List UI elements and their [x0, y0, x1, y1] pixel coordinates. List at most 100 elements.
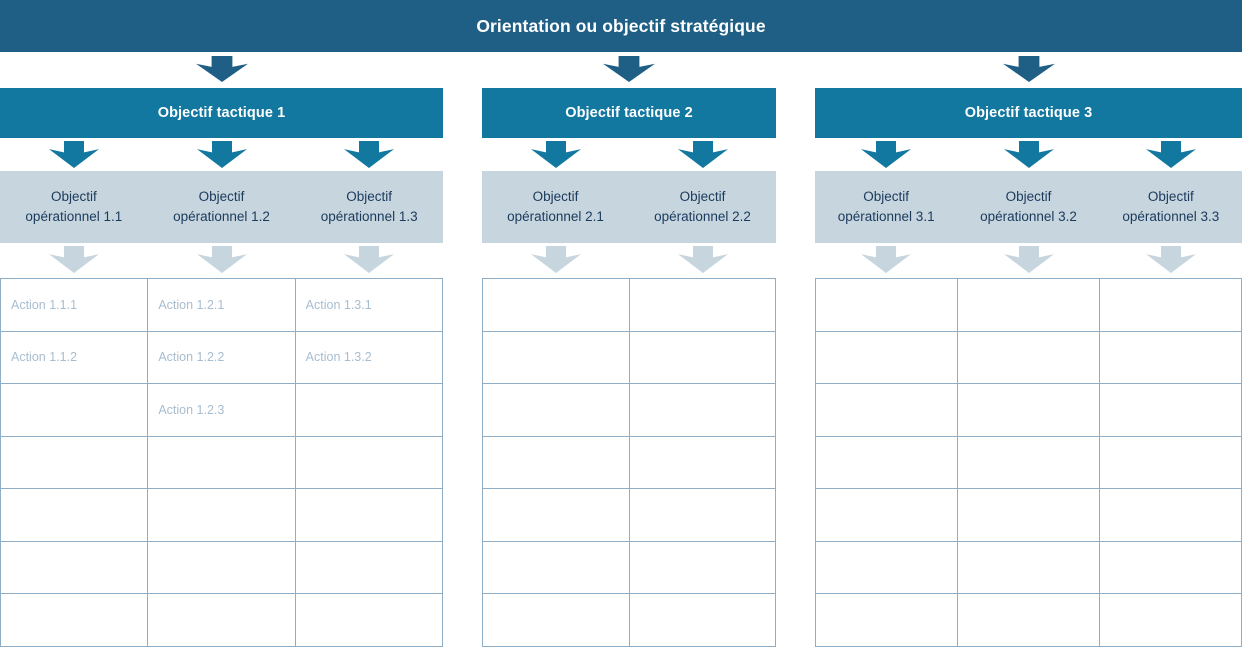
action-cell[interactable]	[958, 594, 1100, 647]
strategic-to-tactical-arrow-3	[1002, 56, 1055, 82]
action-cell[interactable]	[295, 489, 443, 542]
action-cell[interactable]	[148, 541, 296, 594]
operational-objective-1-2[interactable]: Objectif opérationnel 1.2	[148, 171, 296, 243]
action-cell[interactable]	[483, 279, 630, 332]
operational-objective-line1: Objectif	[198, 189, 245, 205]
action-cell[interactable]	[958, 489, 1100, 542]
action-cell[interactable]	[483, 384, 630, 437]
action-cell[interactable]	[816, 489, 958, 542]
action-cell[interactable]: Action 1.3.2	[295, 331, 443, 384]
action-cell[interactable]	[295, 594, 443, 647]
tactical-objective-bar-1[interactable]: Objectif tactique 1	[0, 88, 443, 138]
action-cell[interactable]: Action 1.1.2	[1, 331, 149, 384]
operational-objective-1-3[interactable]: Objectif opérationnel 1.3	[295, 171, 443, 243]
action-cell[interactable]	[958, 331, 1100, 384]
action-cell[interactable]	[629, 279, 776, 332]
action-cell[interactable]	[295, 384, 443, 437]
operational-to-action-arrow-3-1	[861, 246, 912, 273]
operational-objective-line2: opérationnel 3.2	[980, 209, 1077, 224]
action-cell[interactable]	[295, 436, 443, 489]
action-cell[interactable]	[816, 541, 958, 594]
action-cell[interactable]	[1100, 331, 1242, 384]
operational-to-action-arrow-2-2	[677, 246, 728, 273]
action-cell[interactable]	[483, 489, 630, 542]
operational-to-action-arrow-3-3	[1145, 246, 1196, 273]
operational-objective-line1: Objectif	[346, 189, 393, 205]
action-cell[interactable]	[148, 436, 296, 489]
action-cell[interactable]	[629, 489, 776, 542]
operational-objective-line2: opérationnel 3.3	[1122, 209, 1220, 224]
action-cell[interactable]	[629, 594, 776, 647]
operational-objective-line2: opérationnel 1.3	[320, 209, 418, 224]
action-cell[interactable]: Action 1.2.2	[148, 331, 296, 384]
operational-objective-line2: opérationnel 2.1	[507, 209, 604, 224]
operational-to-action-arrow-1-1	[48, 246, 99, 273]
action-cell[interactable]: Action 1.3.1	[295, 279, 443, 332]
action-cell[interactable]	[1100, 384, 1242, 437]
action-cell[interactable]	[629, 384, 776, 437]
action-cell[interactable]	[958, 279, 1100, 332]
action-cell[interactable]	[1100, 541, 1242, 594]
operational-objective-line1: Objectif	[679, 189, 726, 205]
action-cell[interactable]	[1, 384, 149, 437]
strategic-to-tactical-arrow-2	[603, 56, 655, 82]
actions-grid-2	[482, 278, 776, 647]
tactical-to-operational-arrow-1-3	[344, 141, 395, 168]
operational-to-action-arrow-1-3	[344, 246, 395, 273]
operational-to-action-arrow-3-2	[1003, 246, 1054, 273]
action-cell[interactable]	[483, 541, 630, 594]
action-cell[interactable]	[629, 541, 776, 594]
action-cell[interactable]	[958, 384, 1100, 437]
strategic-objective-title: Orientation ou objectif stratégique	[476, 15, 766, 36]
tactical-to-operational-arrow-3-1	[861, 141, 912, 168]
tactical-to-operational-arrow-1-2	[196, 141, 247, 168]
action-cell[interactable]: Action 1.2.3	[148, 384, 296, 437]
action-cell[interactable]	[483, 331, 630, 384]
action-cell[interactable]	[483, 436, 630, 489]
tactical-objective-bar-3[interactable]: Objectif tactique 3	[815, 88, 1242, 138]
operational-to-action-arrow-3-3	[1145, 246, 1196, 273]
action-cell[interactable]	[816, 279, 958, 332]
action-cell[interactable]	[816, 436, 958, 489]
action-cell[interactable]	[148, 594, 296, 647]
action-cell[interactable]	[816, 331, 958, 384]
action-cell[interactable]	[1100, 436, 1242, 489]
tactical-objective-bar-2[interactable]: Objectif tactique 2	[482, 88, 776, 138]
operational-objective-line2: opérationnel 1.2	[173, 209, 270, 224]
tactical-to-operational-arrow-3-3	[1145, 141, 1196, 168]
tactical-to-operational-arrow-2-1	[530, 141, 581, 168]
action-cell[interactable]	[816, 594, 958, 647]
action-cell[interactable]: Action 1.1.1	[1, 279, 149, 332]
action-cell[interactable]	[958, 541, 1100, 594]
tactical-objective-label: Objectif tactique 2	[565, 105, 693, 121]
action-cell[interactable]	[958, 436, 1100, 489]
action-cell[interactable]	[1100, 489, 1242, 542]
action-cell[interactable]	[1100, 594, 1242, 647]
action-cell[interactable]	[1100, 279, 1242, 332]
action-cell[interactable]	[1, 594, 149, 647]
action-cell[interactable]	[1, 541, 149, 594]
operational-to-action-arrow-2-1	[530, 246, 581, 273]
action-cell[interactable]	[629, 331, 776, 384]
action-cell[interactable]	[629, 436, 776, 489]
action-cell[interactable]	[148, 489, 296, 542]
action-cell[interactable]	[816, 384, 958, 437]
tactical-to-operational-arrow-3-2	[1003, 141, 1054, 168]
action-cell[interactable]	[483, 594, 630, 647]
strategic-objective-banner: Orientation ou objectif stratégique	[0, 0, 1242, 52]
action-cell[interactable]: Action 1.2.1	[148, 279, 296, 332]
action-cell[interactable]	[1, 489, 149, 542]
operational-objective-line1: Objectif	[1005, 189, 1052, 205]
operational-objective-3-2[interactable]: Objectif opérationnel 3.2	[957, 171, 1099, 243]
action-cell[interactable]	[295, 541, 443, 594]
strategic-to-tactical-arrow-1	[195, 56, 248, 82]
action-cell[interactable]	[1, 436, 149, 489]
